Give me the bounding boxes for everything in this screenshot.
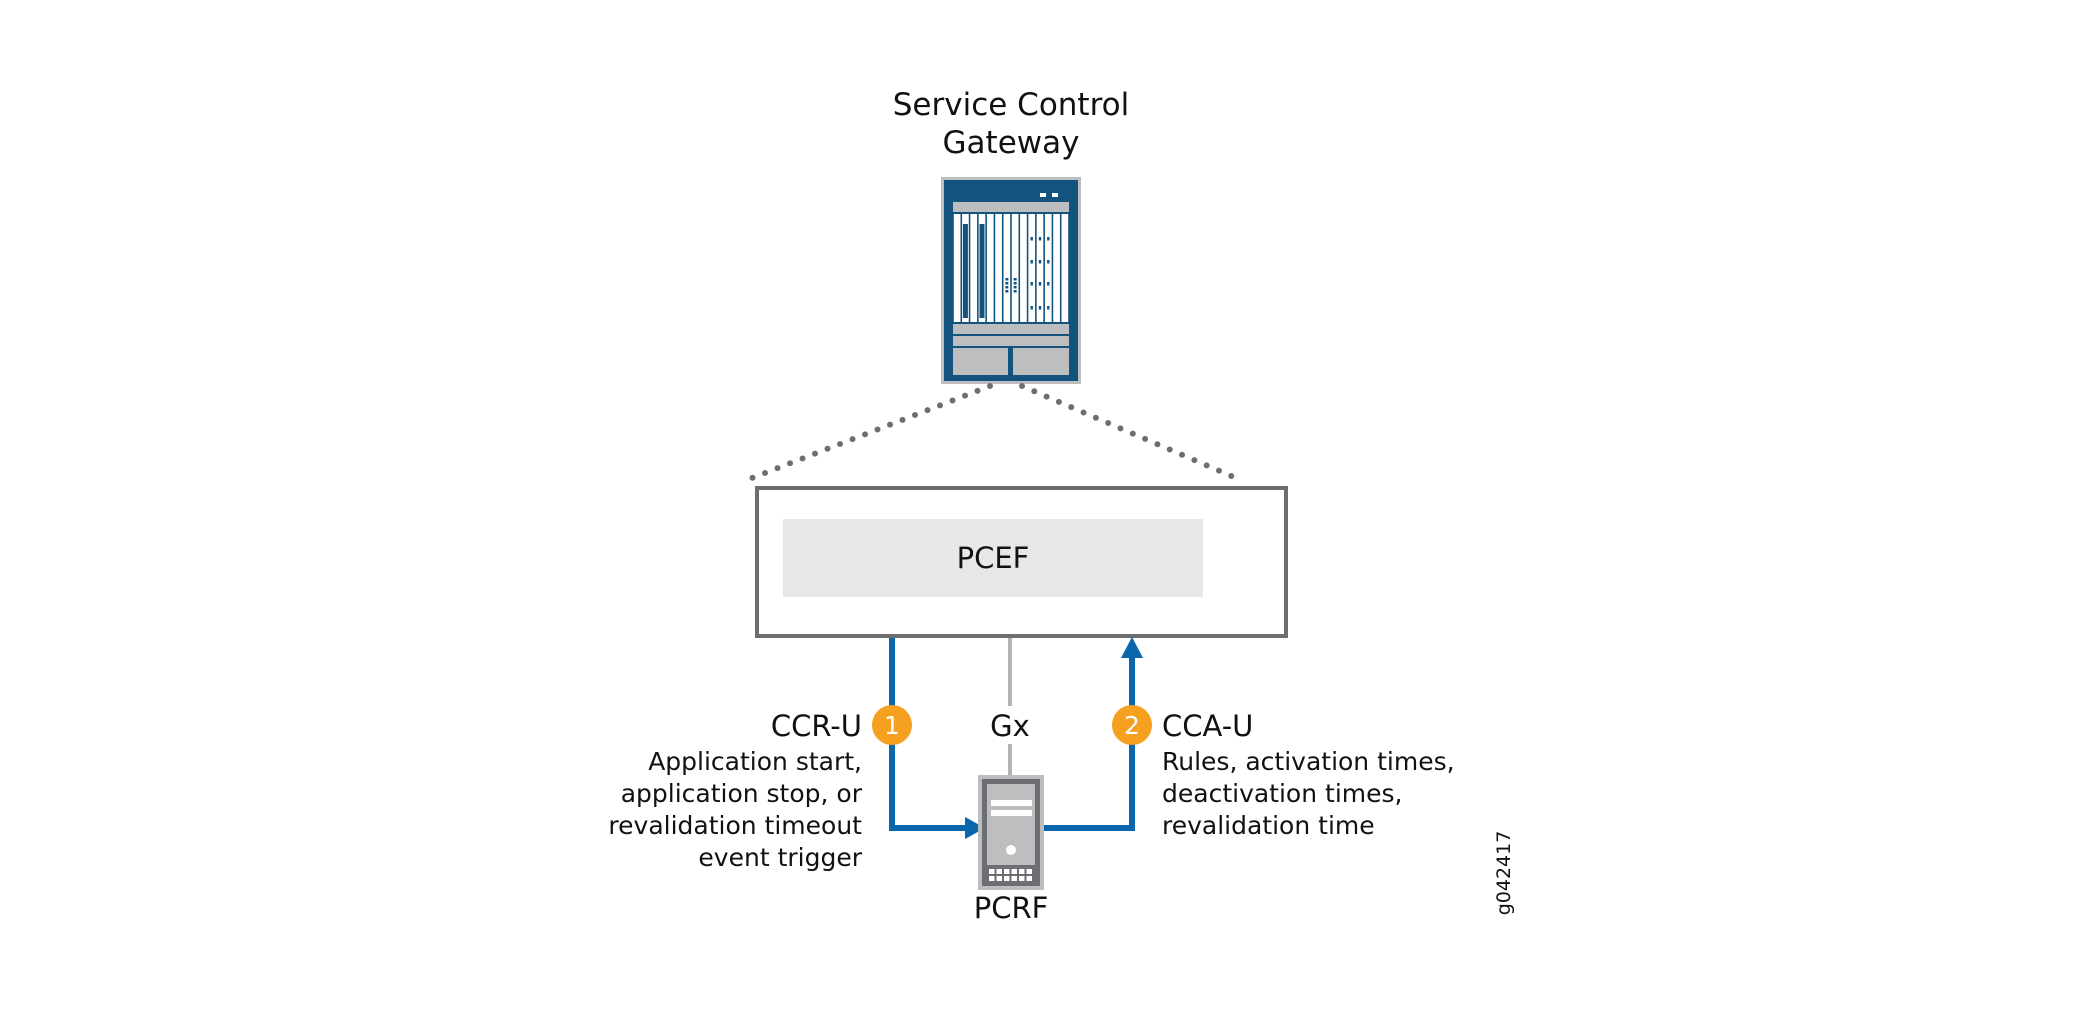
chassis-slot [986, 214, 994, 322]
step-badge-2: 2 [1112, 705, 1152, 745]
server-drive [991, 810, 1032, 816]
chassis-slot [1061, 214, 1069, 322]
chassis-port [1047, 237, 1050, 241]
chassis-psu [1013, 348, 1069, 375]
pcrf-label: PCRF [974, 891, 1049, 925]
chassis-port [1013, 278, 1017, 281]
chassis-slot [970, 214, 978, 322]
server-vent [1019, 876, 1025, 881]
server-vent [1011, 876, 1017, 881]
cca-arrowhead-icon [1121, 637, 1143, 658]
chassis-port [1005, 278, 1009, 281]
chassis-port [1047, 282, 1050, 286]
ccr-description-line: event trigger [698, 843, 862, 872]
server-icon[interactable] [978, 775, 1044, 890]
chassis-led [1052, 193, 1058, 197]
cca-description-line: revalidation time [1162, 811, 1375, 840]
chassis-port [1030, 260, 1033, 264]
cca-flow-line [1043, 656, 1135, 831]
server-vent [996, 869, 1002, 874]
chassis-port [1030, 282, 1033, 286]
chassis-slots [953, 214, 1069, 322]
pcef-label: PCEF [957, 541, 1030, 575]
server-vent [1019, 869, 1025, 874]
chassis-port [1013, 286, 1017, 289]
pcef-box[interactable] [783, 519, 1203, 597]
step-badge-1: 1 [872, 705, 912, 745]
chassis-fan-bar [953, 336, 1069, 346]
chassis-port [1013, 290, 1017, 293]
chassis-port [1005, 290, 1009, 293]
server-vent [1026, 876, 1032, 881]
server-vent [989, 876, 995, 881]
server-vent [1004, 876, 1010, 881]
server-vent [1011, 869, 1017, 874]
chassis-led [1040, 193, 1046, 197]
chassis-port [1038, 282, 1042, 286]
ccr-title: CCR-U [771, 709, 862, 743]
chassis-top-bar [953, 202, 1069, 212]
ccr-arrowhead-icon [965, 817, 985, 839]
chassis-slot [1003, 214, 1011, 322]
chassis-slot [1011, 214, 1019, 322]
chassis-card-strip [979, 272, 985, 318]
server-power-button [1006, 845, 1016, 855]
chassis-card-strip [962, 272, 968, 318]
chassis-port [1013, 282, 1017, 285]
gateway-title-line2: Gateway [943, 125, 1080, 161]
chassis-slot [1028, 214, 1036, 322]
server-vent-grid [989, 869, 1032, 881]
badge-number: 2 [1124, 711, 1140, 740]
cca-description-line: Rules, activation times, [1162, 747, 1455, 776]
server-vent [989, 869, 995, 874]
chassis-card-strip [962, 224, 968, 272]
gateway-title-line1: Service Control [893, 87, 1129, 123]
chassis-port [1030, 237, 1033, 241]
ccr-description-line: revalidation timeout [608, 811, 862, 840]
chassis-slot [1020, 214, 1027, 322]
chassis-port [1038, 306, 1042, 310]
badge-circle [872, 705, 912, 745]
chassis-slot [995, 214, 1002, 322]
zoom-line-left [749, 383, 993, 481]
ccr-flow-line [889, 638, 967, 831]
server-vent [1026, 869, 1032, 874]
zoom-line-right [1019, 383, 1239, 481]
server-drive [991, 800, 1032, 806]
chassis-card-strip [979, 224, 985, 272]
chassis-port [1047, 306, 1050, 310]
chassis-port [1005, 282, 1009, 285]
chassis-port [1047, 260, 1050, 264]
badge-number: 1 [884, 711, 900, 740]
figure-id: g042417 [1493, 831, 1515, 916]
badge-circle [1112, 705, 1152, 745]
cca-title: CCA-U [1162, 709, 1253, 743]
chassis-slot [1036, 214, 1044, 322]
chassis-port [1038, 260, 1042, 264]
cca-description-line: deactivation times, [1162, 779, 1402, 808]
chassis-slot [1044, 214, 1052, 322]
chassis-port [1030, 306, 1033, 310]
router-chassis-icon [941, 177, 1081, 384]
chassis-slot [1053, 214, 1060, 322]
server-vent [996, 876, 1002, 881]
chassis-port [1038, 237, 1042, 241]
server-vent [1004, 869, 1010, 874]
chassis-slot [953, 214, 961, 322]
ccr-description-line: application stop, or [621, 779, 863, 808]
chassis-port [1005, 286, 1009, 289]
chassis-fan-bar [953, 324, 1069, 334]
ccr-description-line: Application start, [648, 747, 862, 776]
gx-label: Gx [990, 709, 1030, 743]
chassis-psu [953, 348, 1008, 375]
